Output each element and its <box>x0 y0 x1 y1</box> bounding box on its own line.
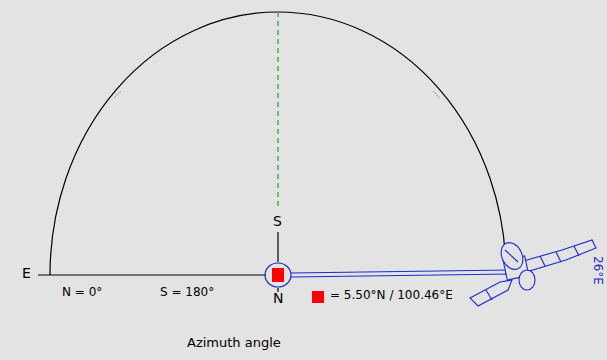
ns-axis <box>277 232 278 262</box>
baseline <box>38 274 266 275</box>
legend-swatch <box>312 291 324 303</box>
satellite-icon <box>470 239 596 306</box>
caption: Azimuth angle <box>187 336 281 351</box>
satellite-longitude: 26°E <box>590 256 604 285</box>
legend-text: = 5.50°N / 100.46°E <box>330 289 453 303</box>
arc-tick <box>433 91 440 98</box>
axis-note: S = 180° <box>160 286 214 300</box>
zenith-line <box>277 12 278 206</box>
arc-tick <box>114 91 121 98</box>
pointing-line <box>291 274 512 277</box>
direction-letter: E <box>22 265 31 281</box>
observer-circle <box>265 263 291 287</box>
pointing-line <box>291 270 512 273</box>
observer-marker <box>272 268 284 282</box>
direction-letter: N <box>273 290 283 306</box>
horizon-arc <box>50 12 506 275</box>
axis-note: N = 0° <box>62 286 102 300</box>
direction-letter: S <box>273 213 282 229</box>
